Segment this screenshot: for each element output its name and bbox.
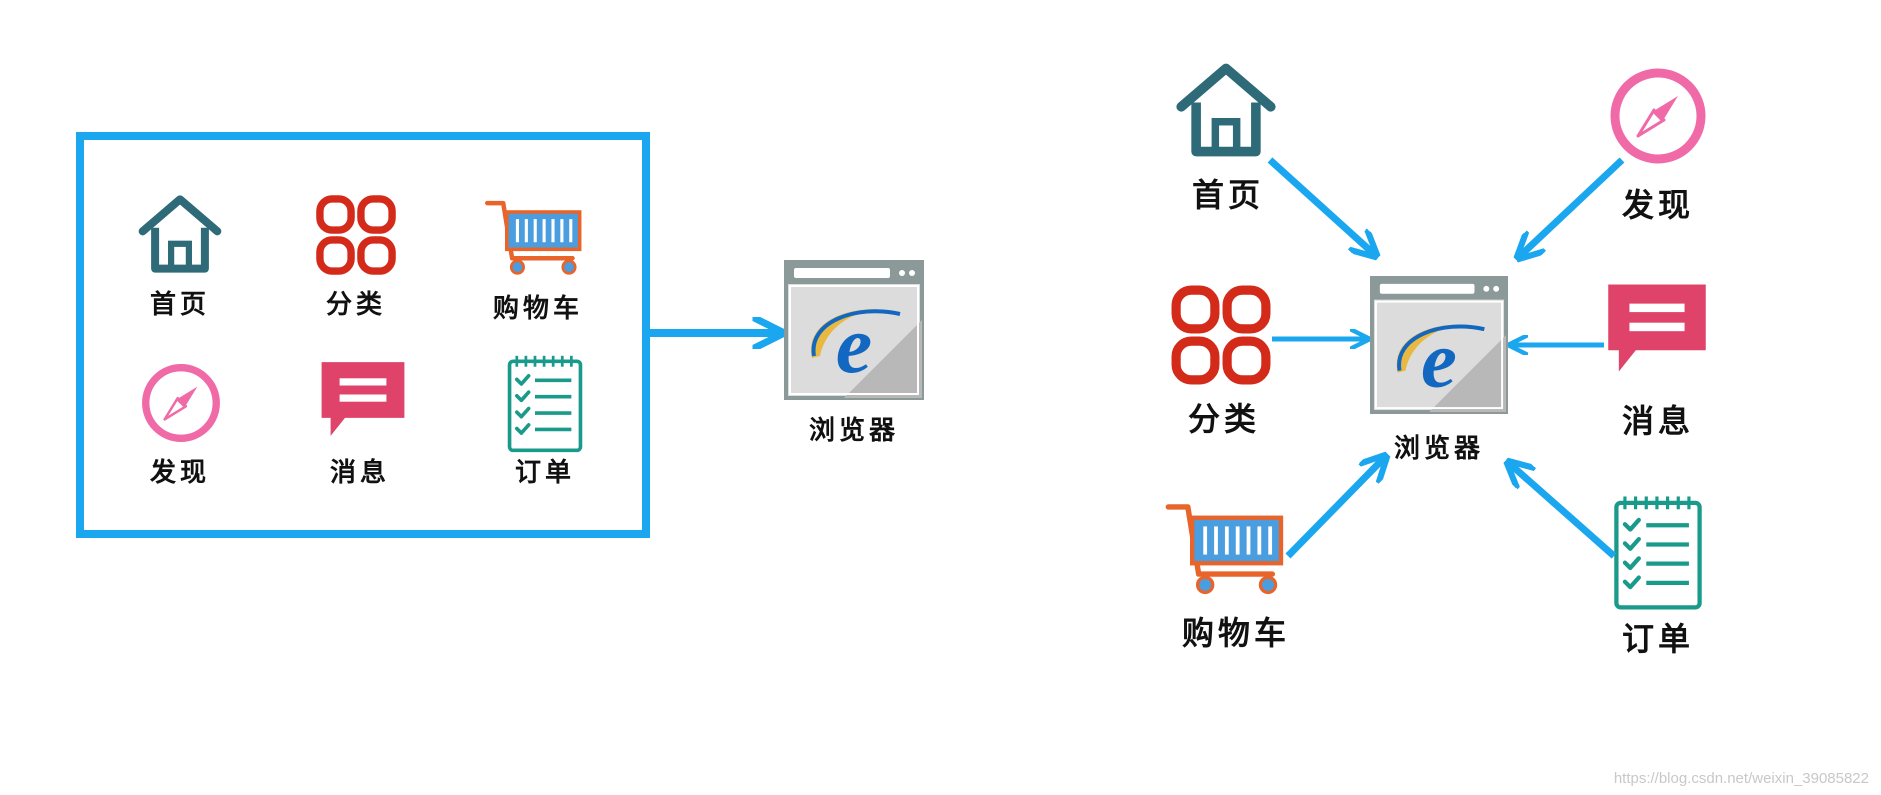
left-discover-label: 发现 — [149, 458, 210, 488]
left-order-item[interactable] — [507, 354, 583, 453]
compass-icon — [1615, 73, 1701, 159]
left-message-item[interactable] — [321, 362, 405, 436]
house-icon — [143, 199, 218, 268]
right-discover-label: 发现 — [1621, 186, 1694, 224]
left-message-label: 消息 — [329, 458, 390, 488]
message-bubble-icon — [1608, 284, 1706, 372]
arrow-order-to-browser — [1510, 464, 1617, 559]
left-home-item[interactable] — [143, 199, 218, 268]
shopping-cart-icon — [1168, 507, 1281, 593]
checklist-icon — [1616, 496, 1699, 607]
left-category-label: 分类 — [325, 290, 386, 320]
right-order-label: 订单 — [1621, 620, 1694, 658]
right-cart-label: 购物车 — [1181, 614, 1290, 652]
house-icon — [1181, 68, 1271, 151]
right-browser-label: 浏览器 — [1393, 434, 1484, 464]
compass-icon — [146, 368, 217, 439]
message-bubble-icon — [321, 362, 405, 436]
right-message-label: 消息 — [1621, 402, 1694, 440]
browser-icon — [1370, 276, 1508, 414]
grid-icon — [1176, 290, 1266, 380]
right-home-label: 首页 — [1191, 176, 1264, 214]
arrow-cart-to-browser — [1285, 458, 1384, 559]
left-discover-item[interactable] — [146, 368, 217, 439]
left-home-label: 首页 — [149, 290, 210, 320]
left-browser-label: 浏览器 — [808, 416, 899, 446]
left-cart-label: 购物车 — [492, 294, 583, 324]
shopping-cart-icon — [487, 203, 579, 273]
left-category-item[interactable] — [320, 199, 392, 271]
arrow-home-to-browser — [1267, 157, 1374, 254]
browser-icon — [784, 260, 924, 400]
left-order-label: 订单 — [514, 458, 575, 488]
checklist-icon — [507, 354, 583, 453]
left-cart-item[interactable] — [487, 203, 579, 273]
arrow-discover-to-browser — [1520, 157, 1625, 256]
grid-icon — [320, 199, 392, 271]
right-category-label: 分类 — [1187, 400, 1260, 438]
watermark-text: https://blog.csdn.net/weixin_39085822 — [1613, 770, 1869, 787]
